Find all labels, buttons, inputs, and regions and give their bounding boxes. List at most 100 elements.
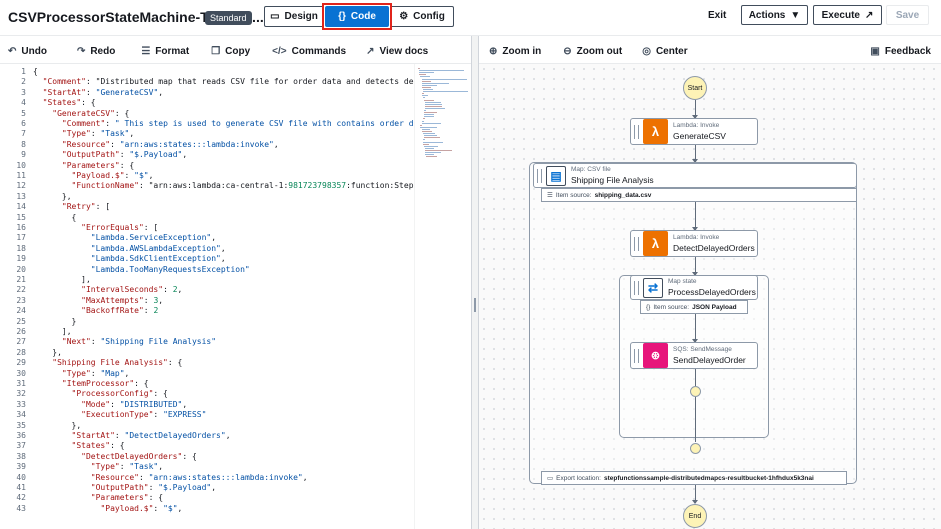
end-node[interactable]: End [683, 504, 707, 528]
code-line[interactable]: 2 "Comment": "Distributed map that reads… [0, 77, 414, 87]
state-send-delayed-order[interactable]: ⊛ SQS: SendMessage SendDelayedOrder [630, 342, 758, 369]
code-text: "BackoffRate": 2 [81, 306, 159, 316]
edge [695, 438, 696, 442]
code-line[interactable]: 32 "ProcessorConfig": { [0, 389, 414, 399]
code-line[interactable]: 43 "Payload.$": "$", [0, 504, 414, 514]
copy-button[interactable]: ❐Copy [203, 46, 258, 57]
code-text: "Type": "Task", [90, 462, 164, 472]
tab-config-label: Config [413, 11, 445, 22]
line-number: 33 [16, 399, 26, 409]
redo-icon: ↷ [76, 46, 86, 57]
code-line[interactable]: 21 ], [0, 275, 414, 285]
save-button[interactable]: Save [886, 5, 929, 25]
arrow-icon [692, 159, 698, 163]
panel-splitter[interactable] [471, 36, 479, 529]
state-generate-csv[interactable]: λ Lambda: Invoke GenerateCSV [630, 118, 758, 145]
minimap-line [420, 76, 430, 78]
edge [695, 100, 696, 118]
code-line[interactable]: 26 ], [0, 327, 414, 337]
start-node[interactable]: Start [683, 76, 707, 100]
code-line[interactable]: 22 "IntervalSeconds": 2, [0, 285, 414, 295]
code-line[interactable]: 6 "Comment": " This step is used to gene… [0, 119, 414, 129]
code-line[interactable]: 27 "Next": "Shipping File Analysis" [0, 337, 414, 347]
code-line[interactable]: 5 "GenerateCSV": { [0, 109, 414, 119]
code-line[interactable]: 37 "States": { [0, 441, 414, 451]
format-button[interactable]: ☰Format [133, 46, 197, 57]
view-docs-button[interactable]: ↗View docs [358, 46, 436, 57]
code-line[interactable]: 14 "Retry": [ [0, 202, 414, 212]
code-line[interactable]: 16 "ErrorEquals": [ [0, 223, 414, 233]
code-line[interactable]: 40 "Resource": "arn:aws:states:::lambda:… [0, 473, 414, 483]
code-editor[interactable]: 1{2 "Comment": "Distributed map that rea… [0, 64, 414, 529]
code-line[interactable]: 15 { [0, 213, 414, 223]
commands-button[interactable]: </>Commands [264, 46, 354, 57]
code-text: }, [33, 347, 62, 357]
code-line[interactable]: 33 "Mode": "DISTRIBUTED", [0, 400, 414, 410]
code-line[interactable]: 23 "MaxAttempts": 3, [0, 296, 414, 306]
exit-button[interactable]: Exit [708, 10, 727, 21]
line-number: 8 [21, 139, 26, 149]
zoom-in-button[interactable]: ⊕Zoom in [481, 46, 549, 57]
line-number: 16 [16, 223, 26, 232]
minimap-line [425, 107, 445, 109]
node-name: GenerateCSV [673, 131, 726, 141]
tab-code[interactable]: {} Code [325, 6, 389, 27]
code-line[interactable]: 41 "OutputPath": "$.Payload", [0, 483, 414, 493]
code-line[interactable]: 12 "FunctionName": "arn:aws:lambda:ca-ce… [0, 181, 414, 191]
code-text: ], [33, 275, 91, 284]
code-line[interactable]: 3 "StartAt": "GenerateCSV", [0, 88, 414, 98]
code-line[interactable]: 34 "ExecutionType": "EXPRESS" [0, 410, 414, 420]
code-line[interactable]: 30 "Type": "Map", [0, 369, 414, 379]
state-process-delayed-orders[interactable]: ⇄ Map state ProcessDelayedOrders [630, 275, 758, 300]
feedback-button[interactable]: ▣Feedback [862, 46, 939, 57]
code-line[interactable]: 36 "StartAt": "DetectDelayedOrders", [0, 431, 414, 441]
code-text: "Lambda.AWSLambdaException", [90, 243, 226, 253]
code-minimap[interactable] [414, 64, 471, 529]
map-state-icon: ⇄ [643, 277, 663, 298]
tab-design[interactable]: ▭ Design [264, 6, 324, 27]
state-shipping-file-analysis[interactable]: ▤ Map: CSV file Shipping File Analysis [533, 163, 857, 188]
standard-badge: Standard [205, 11, 252, 25]
undo-button[interactable]: ↶Undo [0, 46, 55, 57]
actions-button[interactable]: Actions ▼ [741, 5, 808, 25]
node-text: Lambda: Invoke DetectDelayedOrders [673, 234, 755, 253]
code-line[interactable]: 19 "Lambda.SdkClientException", [0, 254, 414, 264]
minimap-line [419, 70, 465, 72]
code-text: "Retry": [ [61, 202, 111, 212]
code-line[interactable]: 7 "Type": "Task", [0, 129, 414, 139]
code-text: "Payload.$": "$", [71, 171, 154, 180]
zoom-out-button[interactable]: ⊖Zoom out [555, 46, 630, 57]
code-line[interactable]: 4 "States": { [0, 98, 414, 108]
code-line[interactable]: 39 "Type": "Task", [0, 462, 414, 472]
redo-button[interactable]: ↷Redo [69, 46, 123, 57]
code-line[interactable]: 10 "Parameters": { [0, 161, 414, 171]
code-line[interactable]: 42 "Parameters": { [0, 493, 414, 503]
line-number: 20 [16, 264, 26, 274]
line-number: 39 [16, 462, 26, 472]
code-line[interactable]: 11 "Payload.$": "$", [0, 171, 414, 181]
state-detect-delayed-orders[interactable]: λ Lambda: Invoke DetectDelayedOrders [630, 230, 758, 257]
code-line[interactable]: 17 "Lambda.ServiceException", [0, 233, 414, 243]
minimap-line [425, 105, 442, 107]
code-line[interactable]: 35 }, [0, 421, 414, 431]
node-name: ProcessDelayedOrders [668, 287, 756, 297]
code-line[interactable]: 28 }, [0, 348, 414, 358]
line-number: 36 [16, 431, 26, 440]
code-line[interactable]: 29 "Shipping File Analysis": { [0, 358, 414, 368]
code-line[interactable]: 31 "ItemProcessor": { [0, 379, 414, 389]
code-line[interactable]: 24 "BackoffRate": 2 [0, 306, 414, 316]
edge [695, 145, 696, 162]
code-line[interactable]: 1{ [0, 67, 414, 77]
code-line[interactable]: 9 "OutputPath": "$.Payload", [0, 150, 414, 160]
code-line[interactable]: 38 "DetectDelayedOrders": { [0, 452, 414, 462]
workflow-graph-canvas[interactable]: Start λ Lambda: Invoke GenerateCSV ▤ Map… [479, 64, 941, 529]
code-line[interactable]: 18 "Lambda.AWSLambdaException", [0, 244, 414, 254]
code-line[interactable]: 25 } [0, 317, 414, 327]
sqs-icon: ⊛ [643, 343, 668, 368]
code-line[interactable]: 13 }, [0, 192, 414, 202]
execute-button[interactable]: Execute ↗ [813, 5, 882, 25]
code-line[interactable]: 8 "Resource": "arn:aws:states:::lambda:i… [0, 140, 414, 150]
code-line[interactable]: 20 "Lambda.TooManyRequestsException" [0, 265, 414, 275]
tab-config[interactable]: ⚙ Config [390, 6, 454, 27]
center-button[interactable]: ◎Center [634, 46, 695, 57]
